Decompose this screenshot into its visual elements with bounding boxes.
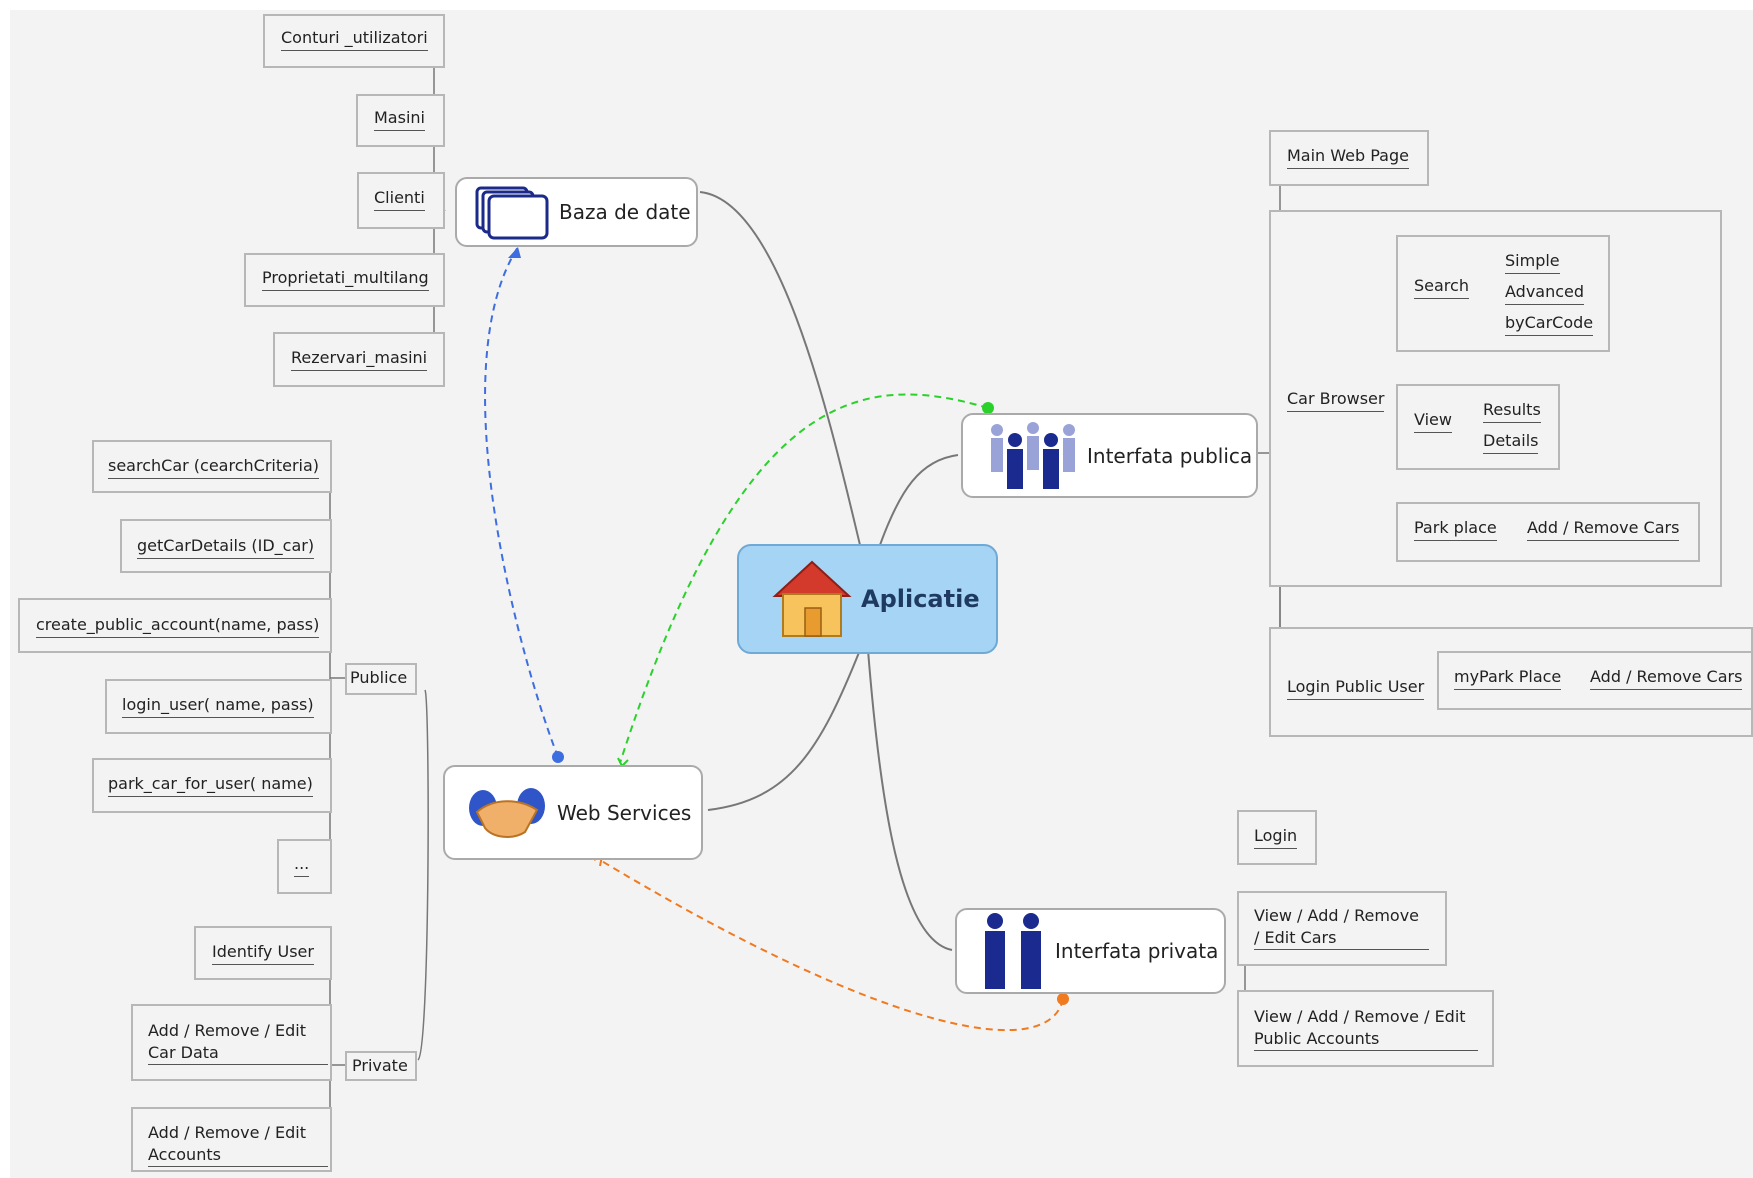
web-label: Web Services (557, 800, 692, 825)
publice-item-box-6[interactable] (277, 839, 332, 894)
privata-item-box-1[interactable] (1237, 810, 1317, 865)
publica-label: Interfata publica (1087, 443, 1253, 468)
privata-item-2[interactable]: View / Add / Remove / Edit Cars (1254, 905, 1429, 950)
baza-item-1: Conturi _utilizatori (281, 27, 428, 51)
my-park-place-box[interactable] (1437, 651, 1753, 710)
publice-item-box-4[interactable] (105, 679, 332, 734)
park-place-label: Park place (1414, 517, 1497, 541)
baza-item-5: Rezervari_masini (291, 347, 428, 371)
main-web-page-box[interactable] (1269, 130, 1429, 186)
park-place-group[interactable] (1396, 502, 1700, 562)
search-item-1[interactable]: Simple (1505, 250, 1560, 274)
search-item-3[interactable]: byCarCode (1505, 312, 1594, 336)
baza-item-3: Clienti (374, 187, 425, 211)
baza-item-box-1[interactable] (263, 14, 445, 68)
park-place-add[interactable]: Add / Remove Cars (1527, 517, 1680, 541)
private-item-box-2[interactable] (131, 1004, 332, 1081)
two-people-icon (985, 913, 1041, 989)
my-park-add[interactable]: Add / Remove Cars (1590, 666, 1743, 690)
baza-item-box-4[interactable] (244, 253, 445, 307)
publice-item-box-3[interactable] (18, 598, 332, 653)
car-browser-label: Car Browser (1287, 388, 1385, 412)
publice-item-box-5[interactable] (92, 758, 332, 813)
database-folders-icon (475, 186, 549, 240)
private-item-3: Add / Remove / Edit Accounts (148, 1122, 328, 1167)
people-group-icon (991, 421, 1075, 489)
publice-item-3: create_public_account(name, pass) (36, 614, 320, 638)
center-node-aplicatie[interactable]: Aplicatie (737, 544, 998, 654)
publice-item-box-1[interactable] (92, 440, 332, 493)
main-web-page: Main Web Page (1287, 145, 1409, 169)
view-item-2[interactable]: Details (1483, 430, 1539, 454)
baza-item-4: Proprietati_multilang (262, 267, 429, 291)
privata-item-3[interactable]: View / Add / Remove / Edit Public Accoun… (1254, 1006, 1478, 1051)
privata-label: Interfata privata (1055, 939, 1219, 963)
search-group[interactable] (1396, 235, 1610, 352)
search-label: Search (1414, 275, 1469, 299)
publice-tag-box[interactable] (345, 663, 417, 695)
privata-item-1[interactable]: Login (1254, 825, 1298, 849)
private-item-box-3[interactable] (131, 1107, 332, 1172)
search-item-2[interactable]: Advanced (1505, 281, 1585, 305)
baza-item-box-5[interactable] (273, 332, 445, 387)
branch-interfata-privata[interactable]: Interfata privata (955, 908, 1226, 994)
privata-item-box-3[interactable] (1237, 990, 1494, 1067)
house-icon (772, 560, 852, 637)
my-park-place: myPark Place (1454, 666, 1562, 690)
baza-item-2: Masini (374, 107, 425, 131)
privata-item-box-2[interactable] (1237, 891, 1447, 966)
baza-label: Baza de date (559, 200, 691, 224)
baza-item-box-2[interactable] (356, 94, 445, 147)
branch-web-services[interactable]: Web Services (443, 765, 703, 860)
baza-item-box-3[interactable] (357, 172, 445, 229)
private-item-2: Add / Remove / Edit Car Data (148, 1020, 328, 1065)
publice-item-5: park_car_for_user( name) (108, 773, 313, 797)
view-item-1[interactable]: Results (1483, 399, 1541, 423)
publice-item-2: getCarDetails (ID_car) (137, 535, 315, 559)
private-label: Private (352, 1056, 408, 1075)
publice-item-box-2[interactable] (120, 519, 332, 573)
private-item-1: Identify User (212, 941, 314, 965)
branch-interfata-publica[interactable]: Interfata publica (961, 413, 1258, 498)
view-label: View (1414, 409, 1452, 433)
center-label: Aplicatie (861, 585, 980, 613)
branch-baza-de-date[interactable]: Baza de date (455, 177, 698, 247)
private-item-box-1[interactable] (194, 926, 332, 980)
publice-label: Publice (350, 668, 408, 687)
handshake-icon (469, 787, 545, 838)
login-public-user: Login Public User (1287, 676, 1425, 700)
view-group[interactable] (1396, 384, 1560, 470)
publice-item-1: searchCar (cearchCriteria) (108, 455, 320, 479)
private-tag-box[interactable] (345, 1051, 417, 1081)
publice-item-6: ... (294, 853, 310, 877)
publice-item-4: login_user( name, pass) (122, 694, 314, 718)
